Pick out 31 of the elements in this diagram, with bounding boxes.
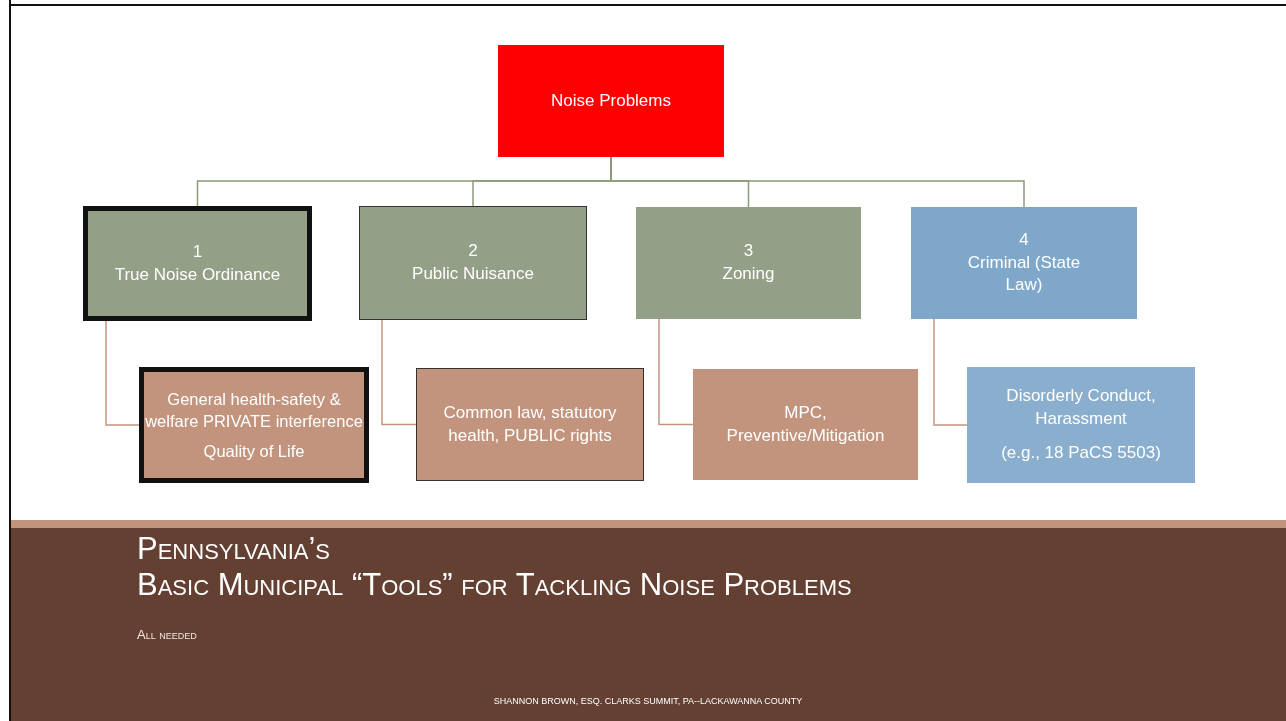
footer-text: SHANNON BROWN, ESQ. CLARKS SUMMIT, PA--LACKAWANNA COUNTY: [492, 696, 804, 706]
category-box: [83, 206, 312, 321]
box-label: Zoning: [722, 263, 775, 285]
detail-box: [693, 369, 918, 480]
detail-box: [416, 368, 644, 481]
box-label: Criminal (State Law): [966, 251, 1082, 297]
category-box: [911, 207, 1137, 319]
box-number: 2: [468, 240, 478, 263]
box-number: 4: [1019, 228, 1029, 251]
box-label: MPC, Preventive/Mitigation: [725, 401, 886, 447]
category-box: [359, 206, 587, 320]
connector-line: [933, 318, 968, 426]
slide-title: Pennsylvania’s Basic Municipal “Tools” for Tackling Noise Problems: [137, 531, 853, 603]
box-label: (e.g., 18 PaCS 5503): [1001, 442, 1161, 465]
connector-line: [381, 319, 417, 426]
box-label: Noise Problems: [551, 89, 671, 112]
box-label: Quality of Life: [203, 441, 305, 463]
box-number: 3: [743, 240, 754, 263]
subtitle: All needed: [137, 627, 197, 642]
connector-line: [658, 318, 694, 426]
box-label: General health-safety & welfare PRIVATE interference: [144, 388, 364, 432]
category-box: [636, 207, 861, 319]
connector-line: [105, 320, 140, 426]
root-box: [498, 45, 724, 157]
box-label: Disorderly Conduct, Harassment: [1005, 384, 1157, 430]
box-label: Common law, statutory health, PUBLIC rights: [442, 401, 618, 447]
detail-box: [139, 367, 369, 483]
box-number: 1: [192, 240, 203, 263]
detail-box: [967, 367, 1195, 483]
box-label: Public Nuisance: [412, 263, 534, 285]
box-label: True Noise Ordinance: [114, 263, 281, 286]
